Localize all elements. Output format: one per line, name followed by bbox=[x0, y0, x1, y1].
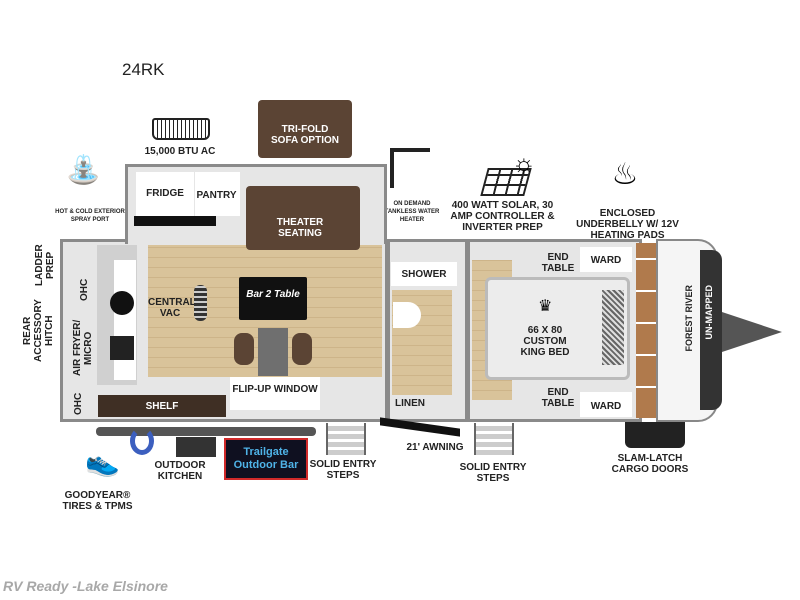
crown-icon: ♛ bbox=[538, 298, 553, 315]
ward-top bbox=[580, 247, 632, 272]
dining-table bbox=[258, 328, 288, 376]
goodyear-icon: 👟 bbox=[85, 446, 120, 477]
sink bbox=[110, 291, 134, 315]
shelf-label: SHELF bbox=[145, 401, 179, 412]
front-cap-stripe bbox=[700, 250, 722, 410]
entry-steps-1 bbox=[326, 423, 366, 455]
unmapped-brand: UN-MAPPED bbox=[704, 285, 714, 340]
ohc-label-bottom: OHC bbox=[73, 392, 84, 416]
cargo-box bbox=[625, 422, 685, 448]
shower-label: SHOWER bbox=[401, 269, 447, 280]
ohc-label-top: OHC bbox=[79, 278, 90, 302]
footer-watermark: RV Ready -Lake Elsinore bbox=[3, 578, 168, 594]
counter-top bbox=[114, 260, 136, 380]
tires-label: GOODYEAR® TIRES & TPMS bbox=[62, 490, 133, 512]
model-title: 24RK bbox=[122, 60, 165, 79]
ward-bottom bbox=[580, 392, 632, 417]
theater-seating bbox=[246, 186, 360, 250]
hitch-icon bbox=[722, 312, 782, 352]
trailgate-logo: Trailgate Outdoor Bar bbox=[224, 438, 308, 480]
front-storage bbox=[636, 243, 656, 418]
fridge-label: FRIDGE bbox=[146, 188, 184, 199]
water-heater-label: ON DEMAND TANKLESS WATER HEATER bbox=[384, 201, 440, 223]
fridge-base bbox=[134, 216, 216, 226]
theater-label: THEATER SEATING bbox=[276, 217, 324, 239]
chair-left bbox=[234, 333, 254, 365]
ward-bottom-label: WARD bbox=[590, 401, 622, 412]
awning-label: 21' AWNING bbox=[406, 442, 464, 453]
bath-wall bbox=[385, 241, 390, 419]
ladder-label: LADDER PREP bbox=[34, 244, 56, 286]
spray-port-icon: ⛲ bbox=[66, 154, 101, 185]
forest-river-brand: FOREST RIVER bbox=[684, 285, 694, 352]
entry-steps-label-2: SOLID ENTRY STEPS bbox=[459, 462, 527, 484]
underbelly-label: ENCLOSED UNDERBELLY W/ 12V HEATING PADS bbox=[576, 208, 679, 241]
heating-icon: ♨ bbox=[611, 158, 639, 191]
air-fryer-label: AIR FRYER/ MICRO bbox=[72, 319, 94, 377]
entry-steps-label-1: SOLID ENTRY STEPS bbox=[309, 459, 377, 481]
hitch-label: REAR ACCESSORY HITCH bbox=[22, 299, 55, 363]
shower bbox=[391, 262, 457, 286]
headboard bbox=[602, 290, 624, 365]
shower-icon bbox=[390, 148, 430, 188]
sofa-option-label: TRI-FOLD SOFA OPTION bbox=[271, 124, 339, 146]
cargo-label: SLAM-LATCH CARGO DOORS bbox=[611, 453, 689, 475]
bath-bed-wall bbox=[465, 241, 470, 419]
footprint-icon bbox=[194, 285, 207, 321]
entry-steps-2 bbox=[474, 423, 514, 455]
central-vac-label: CENTRAL VAC bbox=[148, 297, 196, 319]
ac-label: 15,000 BTU AC bbox=[144, 146, 216, 157]
fridge bbox=[136, 172, 194, 216]
hose-icon bbox=[130, 427, 154, 455]
shelf bbox=[98, 395, 226, 417]
ac-icon bbox=[152, 118, 210, 140]
outdoor-kitchen-label: OUTDOOR KITCHEN bbox=[154, 460, 206, 482]
sun-icon: ☼ bbox=[512, 148, 536, 178]
end-table-bottom-label: END TABLE bbox=[541, 387, 575, 409]
linen-label: LINEN bbox=[395, 398, 425, 409]
flip-up-window bbox=[230, 377, 320, 410]
sofa-option bbox=[258, 100, 352, 158]
bed-label: 66 X 80 CUSTOM KING BED bbox=[520, 325, 570, 358]
ward-top-label: WARD bbox=[590, 255, 622, 266]
solar-label: 400 WATT SOLAR, 30 AMP CONTROLLER & INVE… bbox=[450, 200, 555, 233]
outdoor-kitchen-unit bbox=[176, 437, 216, 457]
bar2table-logo: Bar 2 Table bbox=[239, 277, 307, 320]
flip-window-label: FLIP-UP WINDOW bbox=[232, 384, 318, 395]
cooktop bbox=[110, 336, 134, 360]
toilet bbox=[393, 302, 421, 328]
pantry-label: PANTRY bbox=[196, 190, 237, 201]
axle-bar bbox=[96, 427, 316, 436]
pantry bbox=[195, 172, 240, 216]
end-table-top-label: END TABLE bbox=[541, 252, 575, 274]
spray-port-label: HOT & COLD EXTERIOR SPRAY PORT bbox=[55, 209, 125, 223]
chair-right bbox=[292, 333, 312, 365]
